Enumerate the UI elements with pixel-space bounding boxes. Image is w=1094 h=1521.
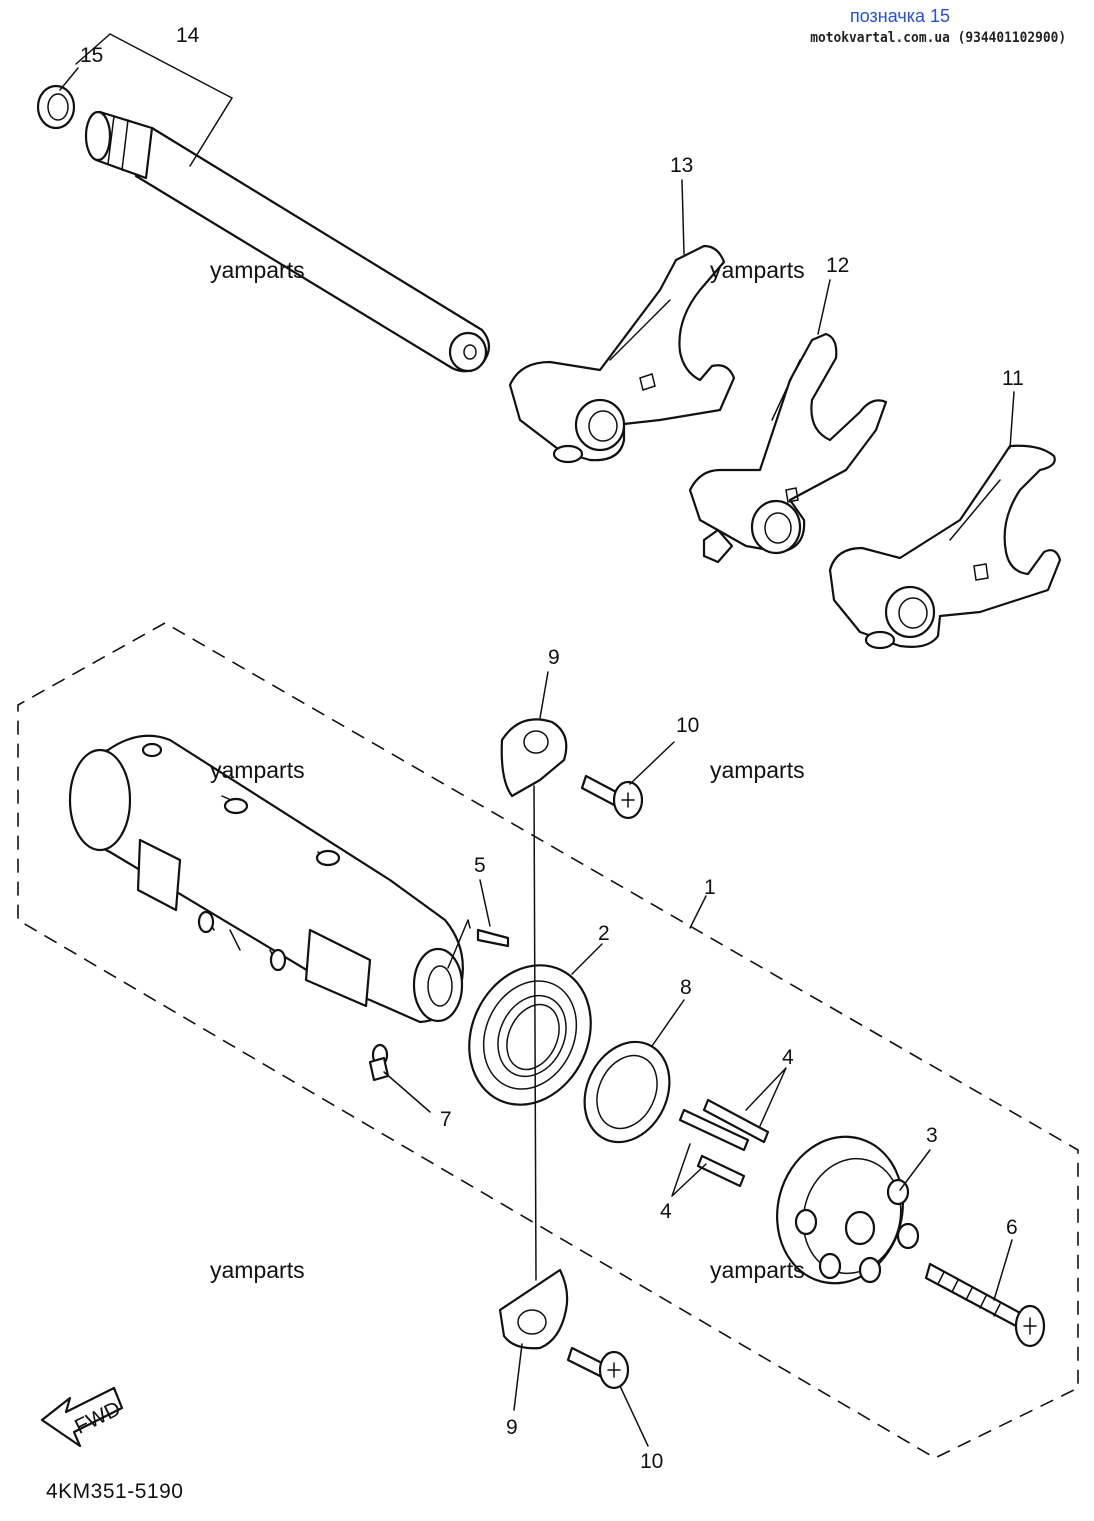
part-label-5: 5: [474, 854, 486, 877]
watermark-5: yamparts: [210, 1257, 305, 1283]
part-label-4-upper: 4: [782, 1046, 794, 1069]
watermark-6: yamparts: [710, 1257, 805, 1283]
alignment-line: [533, 785, 537, 1281]
part-label-14: 14: [176, 24, 200, 47]
stopper-plate-lower: [498, 1268, 569, 1350]
leader-lines: [59, 33, 1015, 1447]
shift-drum: [68, 734, 464, 1082]
dowel-pin-5: [447, 919, 510, 969]
part-label-10-lower: 10: [640, 1450, 663, 1473]
part-label-6: 6: [1006, 1216, 1018, 1239]
shift-fork-12: [688, 332, 888, 564]
part-label-11: 11: [1002, 367, 1024, 390]
part-label-7: 7: [440, 1108, 452, 1131]
shift-fork-11: [828, 444, 1062, 650]
shift-drum-segment: [776, 1135, 920, 1285]
part-label-1: 1: [704, 876, 716, 899]
shift-fork-13: [508, 244, 736, 464]
part-label-12: 12: [826, 254, 849, 277]
part-label-4-lower: 4: [660, 1200, 672, 1223]
forward-arrow-icon: FWD: [40, 1386, 124, 1448]
diagram-code: 4KM351-5190: [46, 1480, 183, 1503]
shift-fork-guide-bar: [84, 110, 491, 373]
watermark-4: yamparts: [710, 757, 805, 783]
assembly-boundary: [17, 622, 1079, 1459]
washer: [583, 1040, 671, 1144]
part-label-2: 2: [598, 922, 610, 945]
part-label-15: 15: [80, 44, 103, 67]
part-label-9-lower: 9: [506, 1416, 518, 1439]
screw-10-upper: [580, 774, 644, 820]
part-label-9-upper: 9: [548, 646, 560, 669]
page-title: позначка 15: [850, 6, 951, 26]
stopper-plate-upper: [500, 718, 568, 798]
part-label-10-upper: 10: [676, 714, 699, 737]
screw-10-lower: [566, 1346, 630, 1390]
part-label-13: 13: [670, 154, 693, 177]
watermark-3: yamparts: [210, 757, 305, 783]
part-label-8: 8: [680, 976, 692, 999]
circlip: [36, 84, 76, 130]
site-info: motokvartal.com.ua (934401102900): [810, 30, 1066, 46]
screw-6: [924, 1262, 1046, 1348]
watermark-1: yamparts: [210, 257, 305, 283]
bearing: [468, 964, 592, 1106]
part-label-3: 3: [926, 1124, 938, 1147]
pins-4: [678, 1098, 770, 1188]
watermark-2: yamparts: [710, 257, 805, 283]
